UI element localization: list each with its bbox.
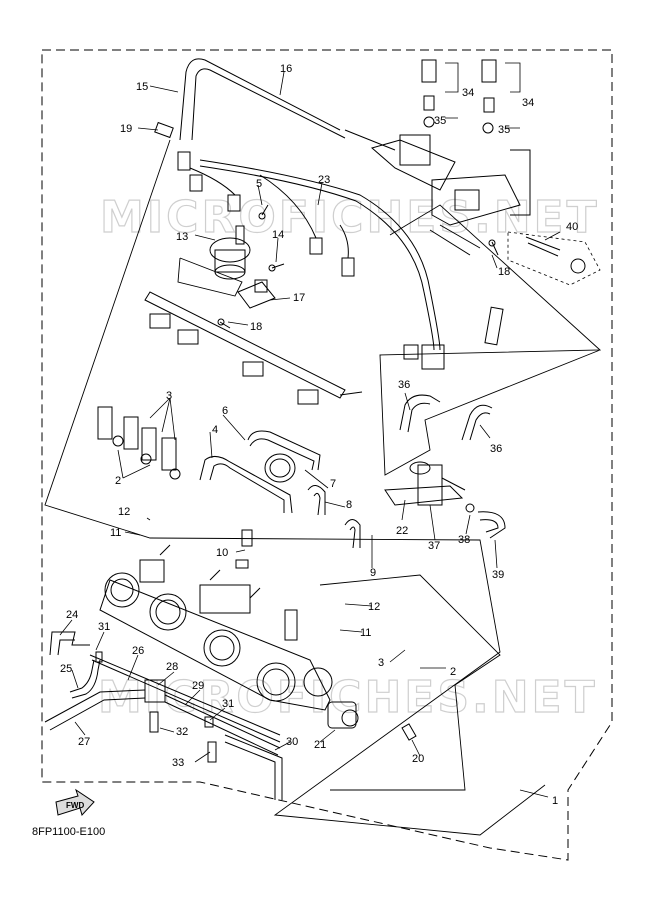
callout-25: 25 (60, 663, 72, 675)
pipe-29 (164, 694, 281, 756)
fwd-arrow-icon: FWD (55, 788, 95, 816)
callout-3: 3 (378, 657, 384, 669)
callout-24: 24 (66, 609, 78, 621)
callout-36: 36 (490, 443, 502, 455)
callout-19: 19 (120, 123, 132, 135)
wire-harness-23 (177, 151, 445, 370)
hose-39 (465, 503, 506, 539)
callout-35: 35 (434, 115, 446, 127)
callout-11: 11 (360, 627, 371, 639)
caps-32-33 (95, 651, 217, 763)
callout-2: 2 (115, 475, 121, 487)
callout-13: 13 (176, 231, 188, 243)
callout-2: 2 (450, 666, 456, 678)
callout-12: 12 (118, 506, 130, 518)
screws (217, 204, 499, 329)
callout-36: 36 (398, 379, 410, 391)
bolt-10 (235, 529, 253, 569)
callout-26: 26 (132, 645, 144, 657)
callout-11: 11 (110, 527, 121, 539)
callout-22: 22 (396, 525, 408, 537)
callout-21: 21 (314, 739, 326, 751)
injectors-upper (97, 406, 181, 480)
bracket-17 (237, 279, 276, 309)
callout-37: 37 (428, 540, 440, 552)
callout-40: 40 (566, 221, 578, 233)
callout-5: 5 (256, 178, 262, 190)
callout-34: 34 (462, 87, 474, 99)
clamp-7 (264, 453, 296, 483)
callout-32: 32 (176, 726, 188, 738)
callout-23: 23 (318, 174, 330, 186)
screw-20 (401, 723, 417, 741)
callout-31: 31 (222, 698, 234, 710)
callout-7: 7 (330, 478, 336, 490)
callout-30: 30 (286, 736, 298, 748)
throttle-body (99, 544, 333, 711)
callout-33: 33 (172, 757, 184, 769)
callout-27: 27 (78, 736, 90, 748)
callout-17: 17 (293, 292, 305, 304)
diagram-code: 8FP1100-E100 (32, 826, 106, 838)
pipe-27 (44, 689, 146, 731)
callout-38: 38 (458, 534, 470, 546)
subassembly-boundary-lower (319, 574, 501, 791)
assembly-outline (41, 49, 613, 861)
fuel-rail (144, 291, 363, 405)
hose-4 (199, 456, 293, 514)
hose-30 (224, 734, 283, 800)
valve-assembly (370, 59, 586, 346)
callout-15: 15 (136, 81, 148, 93)
hose-16 (154, 58, 396, 151)
callout-8: 8 (346, 499, 352, 511)
watermark-upper: MICROFICHES.NET (100, 192, 600, 243)
callout-35: 35 (498, 124, 510, 136)
callout-4: 4 (212, 424, 218, 436)
callout-12: 12 (368, 601, 380, 613)
subassembly-boundary-right (379, 204, 602, 476)
callout-6: 6 (222, 405, 228, 417)
watermark-lower: MICROFICHES.NET (98, 672, 598, 723)
callout-18: 18 (250, 321, 262, 333)
hose-36-right (461, 404, 493, 441)
pipe-26 (89, 654, 281, 743)
tee-28 (144, 679, 166, 703)
callout-3: 3 (166, 390, 172, 402)
hose-6 (247, 430, 321, 471)
callout-1: 1 (552, 795, 558, 807)
callout-39: 39 (492, 569, 504, 581)
hose-8 (307, 485, 326, 516)
detail-box-40 (507, 231, 601, 286)
callout-20: 20 (412, 753, 424, 765)
leader-lines (59, 62, 561, 798)
callout-34: 34 (522, 97, 534, 109)
sensor-13 (209, 225, 251, 280)
callout-10: 10 (216, 547, 228, 559)
callout-18: 18 (498, 266, 510, 278)
callout-31: 31 (98, 621, 110, 633)
pipe-24 (49, 631, 90, 656)
hose-9 (344, 519, 361, 549)
callout-16: 16 (280, 63, 292, 75)
hose-36-left (399, 394, 441, 433)
hose-25 (69, 659, 101, 699)
callout-29: 29 (192, 680, 204, 692)
callouts: 1 2 2 3 3 4 5 6 7 8 9 10 11 11 12 12 13 … (60, 63, 578, 807)
subassembly-boundary-main (44, 139, 546, 836)
fwd-label: FWD (66, 801, 84, 810)
callout-9: 9 (370, 567, 376, 579)
sensor-21 (327, 701, 359, 729)
subassembly-boundary-fuelrail (177, 257, 243, 297)
callout-28: 28 (166, 661, 178, 673)
callout-14: 14 (272, 229, 284, 241)
